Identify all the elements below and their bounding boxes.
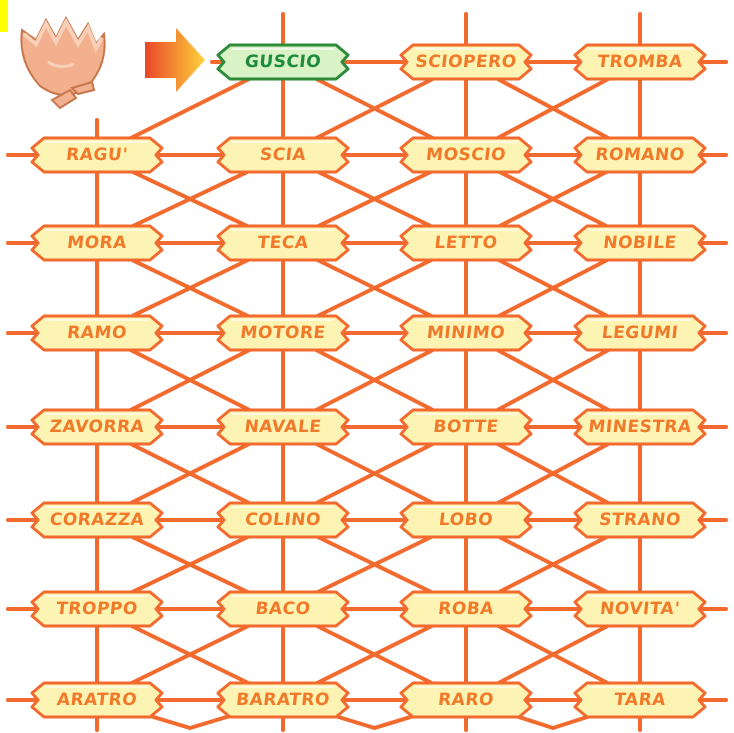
- word-node[interactable]: MOTORE: [216, 314, 350, 352]
- word-node[interactable]: STRANO: [573, 501, 707, 539]
- word-node[interactable]: SCIOPERO: [399, 43, 533, 81]
- word-node[interactable]: MINIMO: [399, 314, 533, 352]
- word-label: ROBA: [397, 590, 535, 628]
- word-label: MORA: [28, 224, 166, 262]
- word-node[interactable]: RARO: [399, 681, 533, 719]
- word-node[interactable]: MOSCIO: [399, 136, 533, 174]
- word-node[interactable]: TROMBA: [573, 43, 707, 81]
- word-node[interactable]: ROMANO: [573, 136, 707, 174]
- word-label: MINESTRA: [571, 408, 709, 446]
- word-label: GUSCIO: [214, 43, 352, 81]
- word-label: NOVITA': [571, 590, 709, 628]
- word-label: ZAVORRA: [28, 408, 166, 446]
- arrow-right-icon: [145, 28, 205, 92]
- word-node[interactable]: NOBILE: [573, 224, 707, 262]
- word-node[interactable]: RAGU': [30, 136, 164, 174]
- word-label: SCIOPERO: [397, 43, 535, 81]
- word-label: MOSCIO: [397, 136, 535, 174]
- word-label: RAGU': [28, 136, 166, 174]
- word-node[interactable]: BACO: [216, 590, 350, 628]
- word-node[interactable]: MORA: [30, 224, 164, 262]
- word-node[interactable]: TECA: [216, 224, 350, 262]
- word-label: STRANO: [571, 501, 709, 539]
- word-label: RARO: [397, 681, 535, 719]
- word-node[interactable]: ARATRO: [30, 681, 164, 719]
- word-label: BACO: [214, 590, 352, 628]
- word-label: TECA: [214, 224, 352, 262]
- word-node[interactable]: BARATRO: [216, 681, 350, 719]
- word-label: MINIMO: [397, 314, 535, 352]
- word-label: NOBILE: [571, 224, 709, 262]
- start-word-node[interactable]: GUSCIO: [216, 43, 350, 81]
- word-label: MOTORE: [214, 314, 352, 352]
- broken-eggshell-icon: [21, 18, 104, 108]
- word-label: BARATRO: [214, 681, 352, 719]
- word-label: BOTTE: [397, 408, 535, 446]
- word-label: RAMO: [28, 314, 166, 352]
- word-label: TARA: [571, 681, 709, 719]
- word-node[interactable]: ZAVORRA: [30, 408, 164, 446]
- word-node[interactable]: ROBA: [399, 590, 533, 628]
- word-node[interactable]: LOBO: [399, 501, 533, 539]
- word-label: NAVALE: [214, 408, 352, 446]
- word-node[interactable]: TROPPO: [30, 590, 164, 628]
- word-label: COLINO: [214, 501, 352, 539]
- word-node[interactable]: MINESTRA: [573, 408, 707, 446]
- word-node[interactable]: NOVITA': [573, 590, 707, 628]
- word-label: CORAZZA: [28, 501, 166, 539]
- word-label: ROMANO: [571, 136, 709, 174]
- word-node[interactable]: TARA: [573, 681, 707, 719]
- word-node[interactable]: LETTO: [399, 224, 533, 262]
- word-node[interactable]: BOTTE: [399, 408, 533, 446]
- word-label: LEGUMI: [571, 314, 709, 352]
- word-node[interactable]: CORAZZA: [30, 501, 164, 539]
- word-label: TROPPO: [28, 590, 166, 628]
- word-label: LOBO: [397, 501, 535, 539]
- word-node[interactable]: RAMO: [30, 314, 164, 352]
- word-label: ARATRO: [28, 681, 166, 719]
- word-node[interactable]: NAVALE: [216, 408, 350, 446]
- word-label: SCIA: [214, 136, 352, 174]
- word-node[interactable]: COLINO: [216, 501, 350, 539]
- word-label: LETTO: [397, 224, 535, 262]
- word-label: TROMBA: [571, 43, 709, 81]
- word-node[interactable]: LEGUMI: [573, 314, 707, 352]
- word-node[interactable]: SCIA: [216, 136, 350, 174]
